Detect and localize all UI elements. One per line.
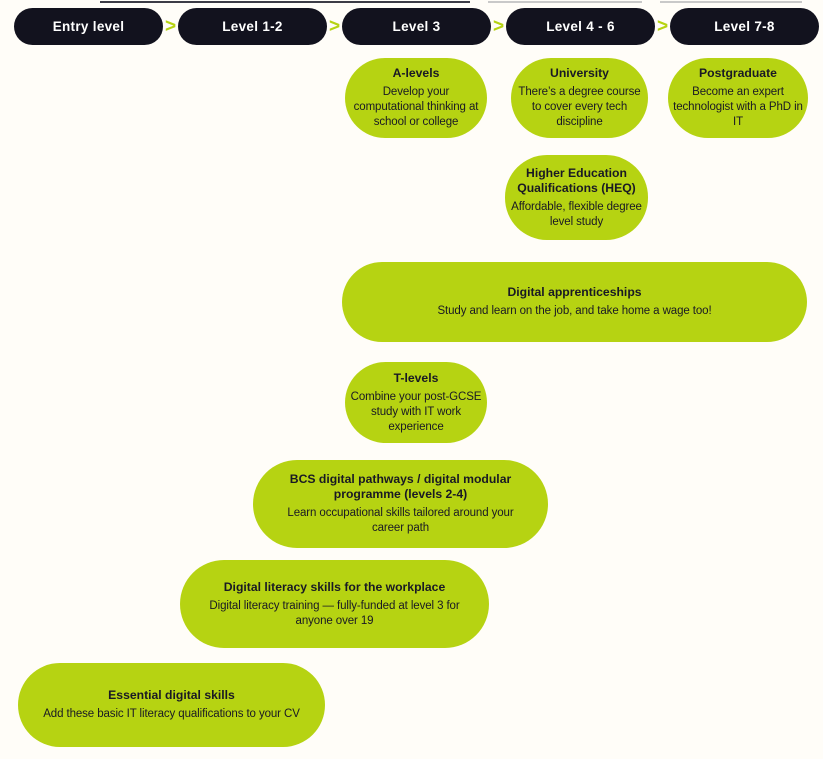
card-postgraduate: Postgraduate Become an expert technologi… <box>668 58 808 138</box>
card-body: Learn occupational skills tailored aroun… <box>287 507 514 534</box>
card-title: A-levels <box>392 66 440 80</box>
chevron-right-icon: > <box>656 16 669 37</box>
card-title: Higher Education Qualifications (HEQ) <box>517 165 636 195</box>
card-title: T-levels <box>393 370 439 385</box>
card-bcs-digital-pathways: BCS digital pathways / digital modular p… <box>253 460 548 548</box>
level-pill-entry-level: Entry level <box>14 8 163 45</box>
card-body: Develop your computational thinking at s… <box>353 86 479 128</box>
card-body: Digital literacy training — fully-funded… <box>209 599 460 627</box>
chevron-right-icon: > <box>164 16 177 37</box>
card-digital-apprenticeships: Digital apprenticeships Study and learn … <box>342 262 807 342</box>
cropped-row-artifact <box>660 1 802 3</box>
card-body: Affordable, flexible degree level study <box>511 200 642 228</box>
card-title: Digital apprenticeships <box>507 285 642 299</box>
card-a-levels: A-levels Develop your computational thin… <box>345 58 487 138</box>
cropped-row-artifact <box>488 1 642 3</box>
chevron-right-icon: > <box>328 16 341 37</box>
card-title: Essential digital skills <box>108 688 235 702</box>
card-body: Become an expert technologist with a PhD… <box>673 86 803 128</box>
card-university: University There’s a degree course to co… <box>511 58 648 138</box>
card-body: Combine your post-GCSE study with IT wor… <box>350 390 482 433</box>
card-title: Digital literacy skills for the workplac… <box>223 579 446 594</box>
level-pill-3: Level 3 <box>342 8 491 45</box>
level-pill-4-6: Level 4 - 6 <box>506 8 655 45</box>
card-digital-literacy-workplace: Digital literacy skills for the workplac… <box>180 560 489 648</box>
level-pill-1-2: Level 1-2 <box>178 8 327 45</box>
chevron-right-icon: > <box>492 16 505 37</box>
card-title: University <box>550 66 609 80</box>
card-body: There’s a degree course to cover every t… <box>518 86 641 128</box>
card-higher-education-qualifications: Higher Education Qualifications (HEQ) Af… <box>505 155 648 240</box>
card-t-levels: T-levels Combine your post-GCSE study wi… <box>345 362 487 443</box>
card-title: BCS digital pathways / digital modular p… <box>289 472 512 501</box>
level-pill-7-8: Level 7-8 <box>670 8 819 45</box>
card-title: Postgraduate <box>699 66 777 80</box>
card-body: Add these basic IT literacy qualificatio… <box>43 708 300 720</box>
cropped-row-artifact <box>100 1 470 3</box>
card-body: Study and learn on the job, and take hom… <box>437 305 712 317</box>
card-essential-digital-skills: Essential digital skills Add these basic… <box>18 663 325 747</box>
